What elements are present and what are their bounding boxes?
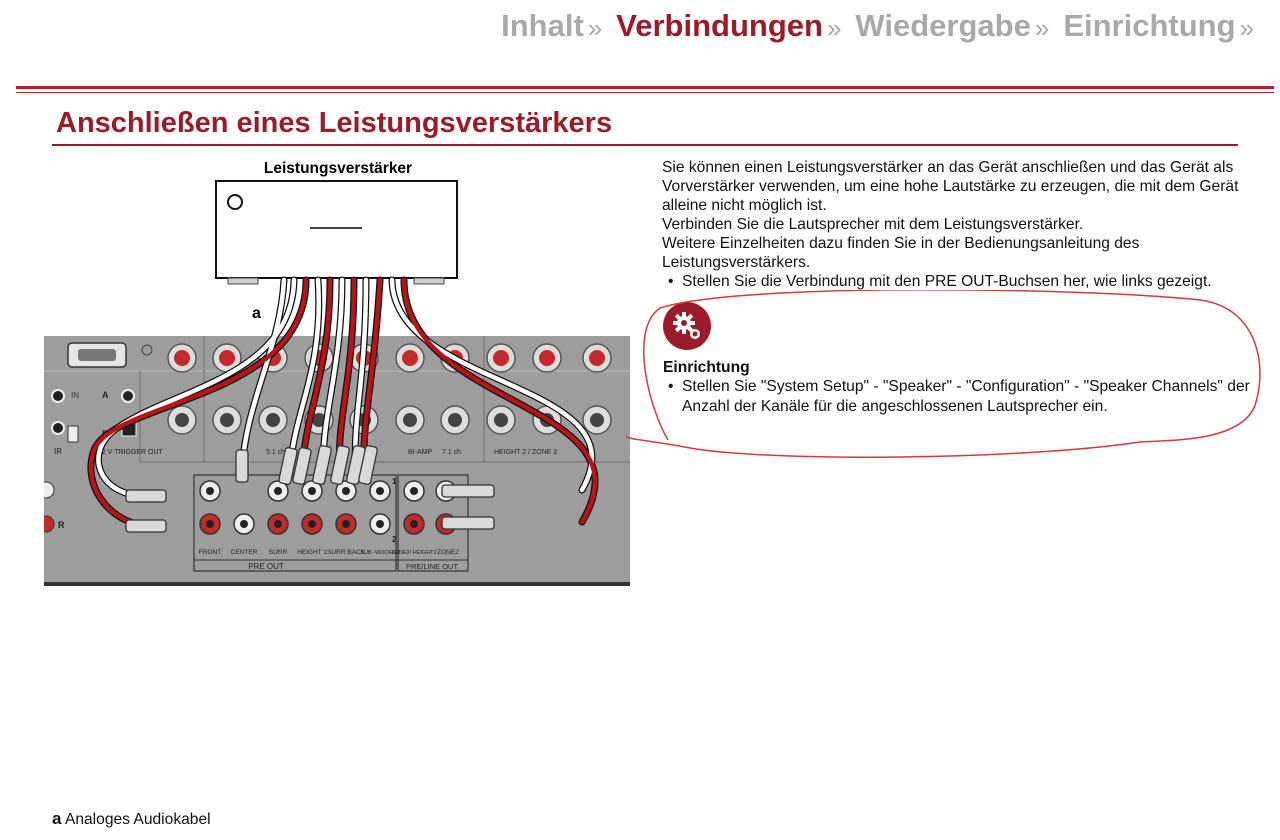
page-title: Anschließen eines Leistungsverstärkers — [56, 107, 613, 139]
label-biamp: BI-AMP — [408, 449, 432, 456]
title-underline — [52, 144, 1238, 146]
header-divider — [16, 86, 1274, 89]
label-height1: HEIGHT 1 — [297, 549, 327, 556]
footnote-key: a — [52, 809, 62, 828]
label-num2: 2 — [392, 535, 397, 544]
in-label: IN — [71, 391, 79, 400]
nav-tab-einrichtung[interactable]: Einrichtung — [1063, 8, 1236, 43]
label-51ch: 5.1 ch — [266, 449, 285, 456]
intro-paragraph: Sie können einen Leistungsverstärker an … — [662, 159, 1239, 214]
nav-tab-inhalt[interactable]: Inhalt — [501, 8, 584, 43]
cable-callout-a: a — [252, 305, 261, 322]
trigger-label: 12 V TRIGGER OUT — [98, 449, 164, 456]
label-height2-zone2: HEIGHT 2 / ZONE 2 — [494, 449, 557, 456]
rca-plugs — [125, 445, 495, 533]
pre-out-jacks — [193, 474, 469, 572]
list-item: Stellen Sie "System Setup" - "Speaker" -… — [662, 377, 1252, 417]
setup-list: Stellen Sie "System Setup" - "Speaker" -… — [662, 377, 1252, 417]
double-chevron-right-icon: » — [1034, 12, 1050, 43]
power-knob-icon — [227, 194, 243, 210]
description: Sie können einen Leistungsverstärker an … — [662, 158, 1242, 291]
gear-icon — [673, 312, 700, 339]
speaker-paragraph: Verbinden Sie die Lautsprecher mit dem L… — [662, 216, 1084, 233]
ir-label: IR — [54, 447, 62, 456]
label-front: FRONT — [199, 549, 221, 556]
label-center: CENTER — [231, 549, 258, 556]
label-zone2: ZONE2 — [437, 549, 459, 556]
label-surr: SURR — [269, 549, 288, 556]
footnote-text: Analoges Audiokabel — [61, 811, 211, 828]
label-pre-out: PRE OUT — [248, 562, 284, 571]
top-navigation: Inhalt » Verbindungen » Wiedergabe » Ein… — [501, 8, 1268, 44]
receiver-rear-panel: IN A B IR 12 V TRIGGER OUT R — [44, 336, 630, 586]
setup-badge — [663, 302, 711, 350]
label-a: A — [102, 390, 109, 400]
label-surrback: SURR BACK — [327, 549, 366, 556]
connection-diagram: Leistungsverstärker a IN A B IR 12 V TRI… — [44, 160, 630, 586]
label-subwoofer: SUB -WOOFER — [360, 550, 399, 556]
setup-title: Einrichtung — [663, 359, 750, 376]
power-amplifier — [215, 180, 458, 285]
analog-audio-cables — [87, 276, 599, 530]
footnote: a Analoges Audiokabel — [52, 809, 211, 829]
label-num1: 1 — [392, 477, 397, 486]
header-divider-thin — [16, 92, 1274, 93]
nav-tab-wiedergabe[interactable]: Wiedergabe — [855, 8, 1031, 43]
amplifier-label: Leistungsverstärker — [264, 160, 412, 177]
label-r: R — [58, 520, 65, 530]
double-chevron-right-icon: » — [587, 12, 603, 43]
nav-tab-verbindungen[interactable]: Verbindungen — [616, 8, 823, 43]
label-pre-line-out: PRE/LINE OUT — [406, 562, 459, 571]
list-item: Stellen Sie die Verbindung mit den PRE O… — [662, 272, 1242, 291]
double-chevron-right-icon: » — [1239, 12, 1254, 43]
manual-paragraph: Weitere Einzelheiten dazu finden Sie in … — [662, 235, 1140, 271]
double-chevron-right-icon: » — [826, 12, 842, 43]
instruction-list: Stellen Sie die Verbindung mit den PRE O… — [662, 272, 1242, 291]
label-71ch: 7.1 ch — [442, 449, 461, 456]
label-zone2-height2: ZONE2/ HEIGHT2 — [391, 550, 436, 556]
